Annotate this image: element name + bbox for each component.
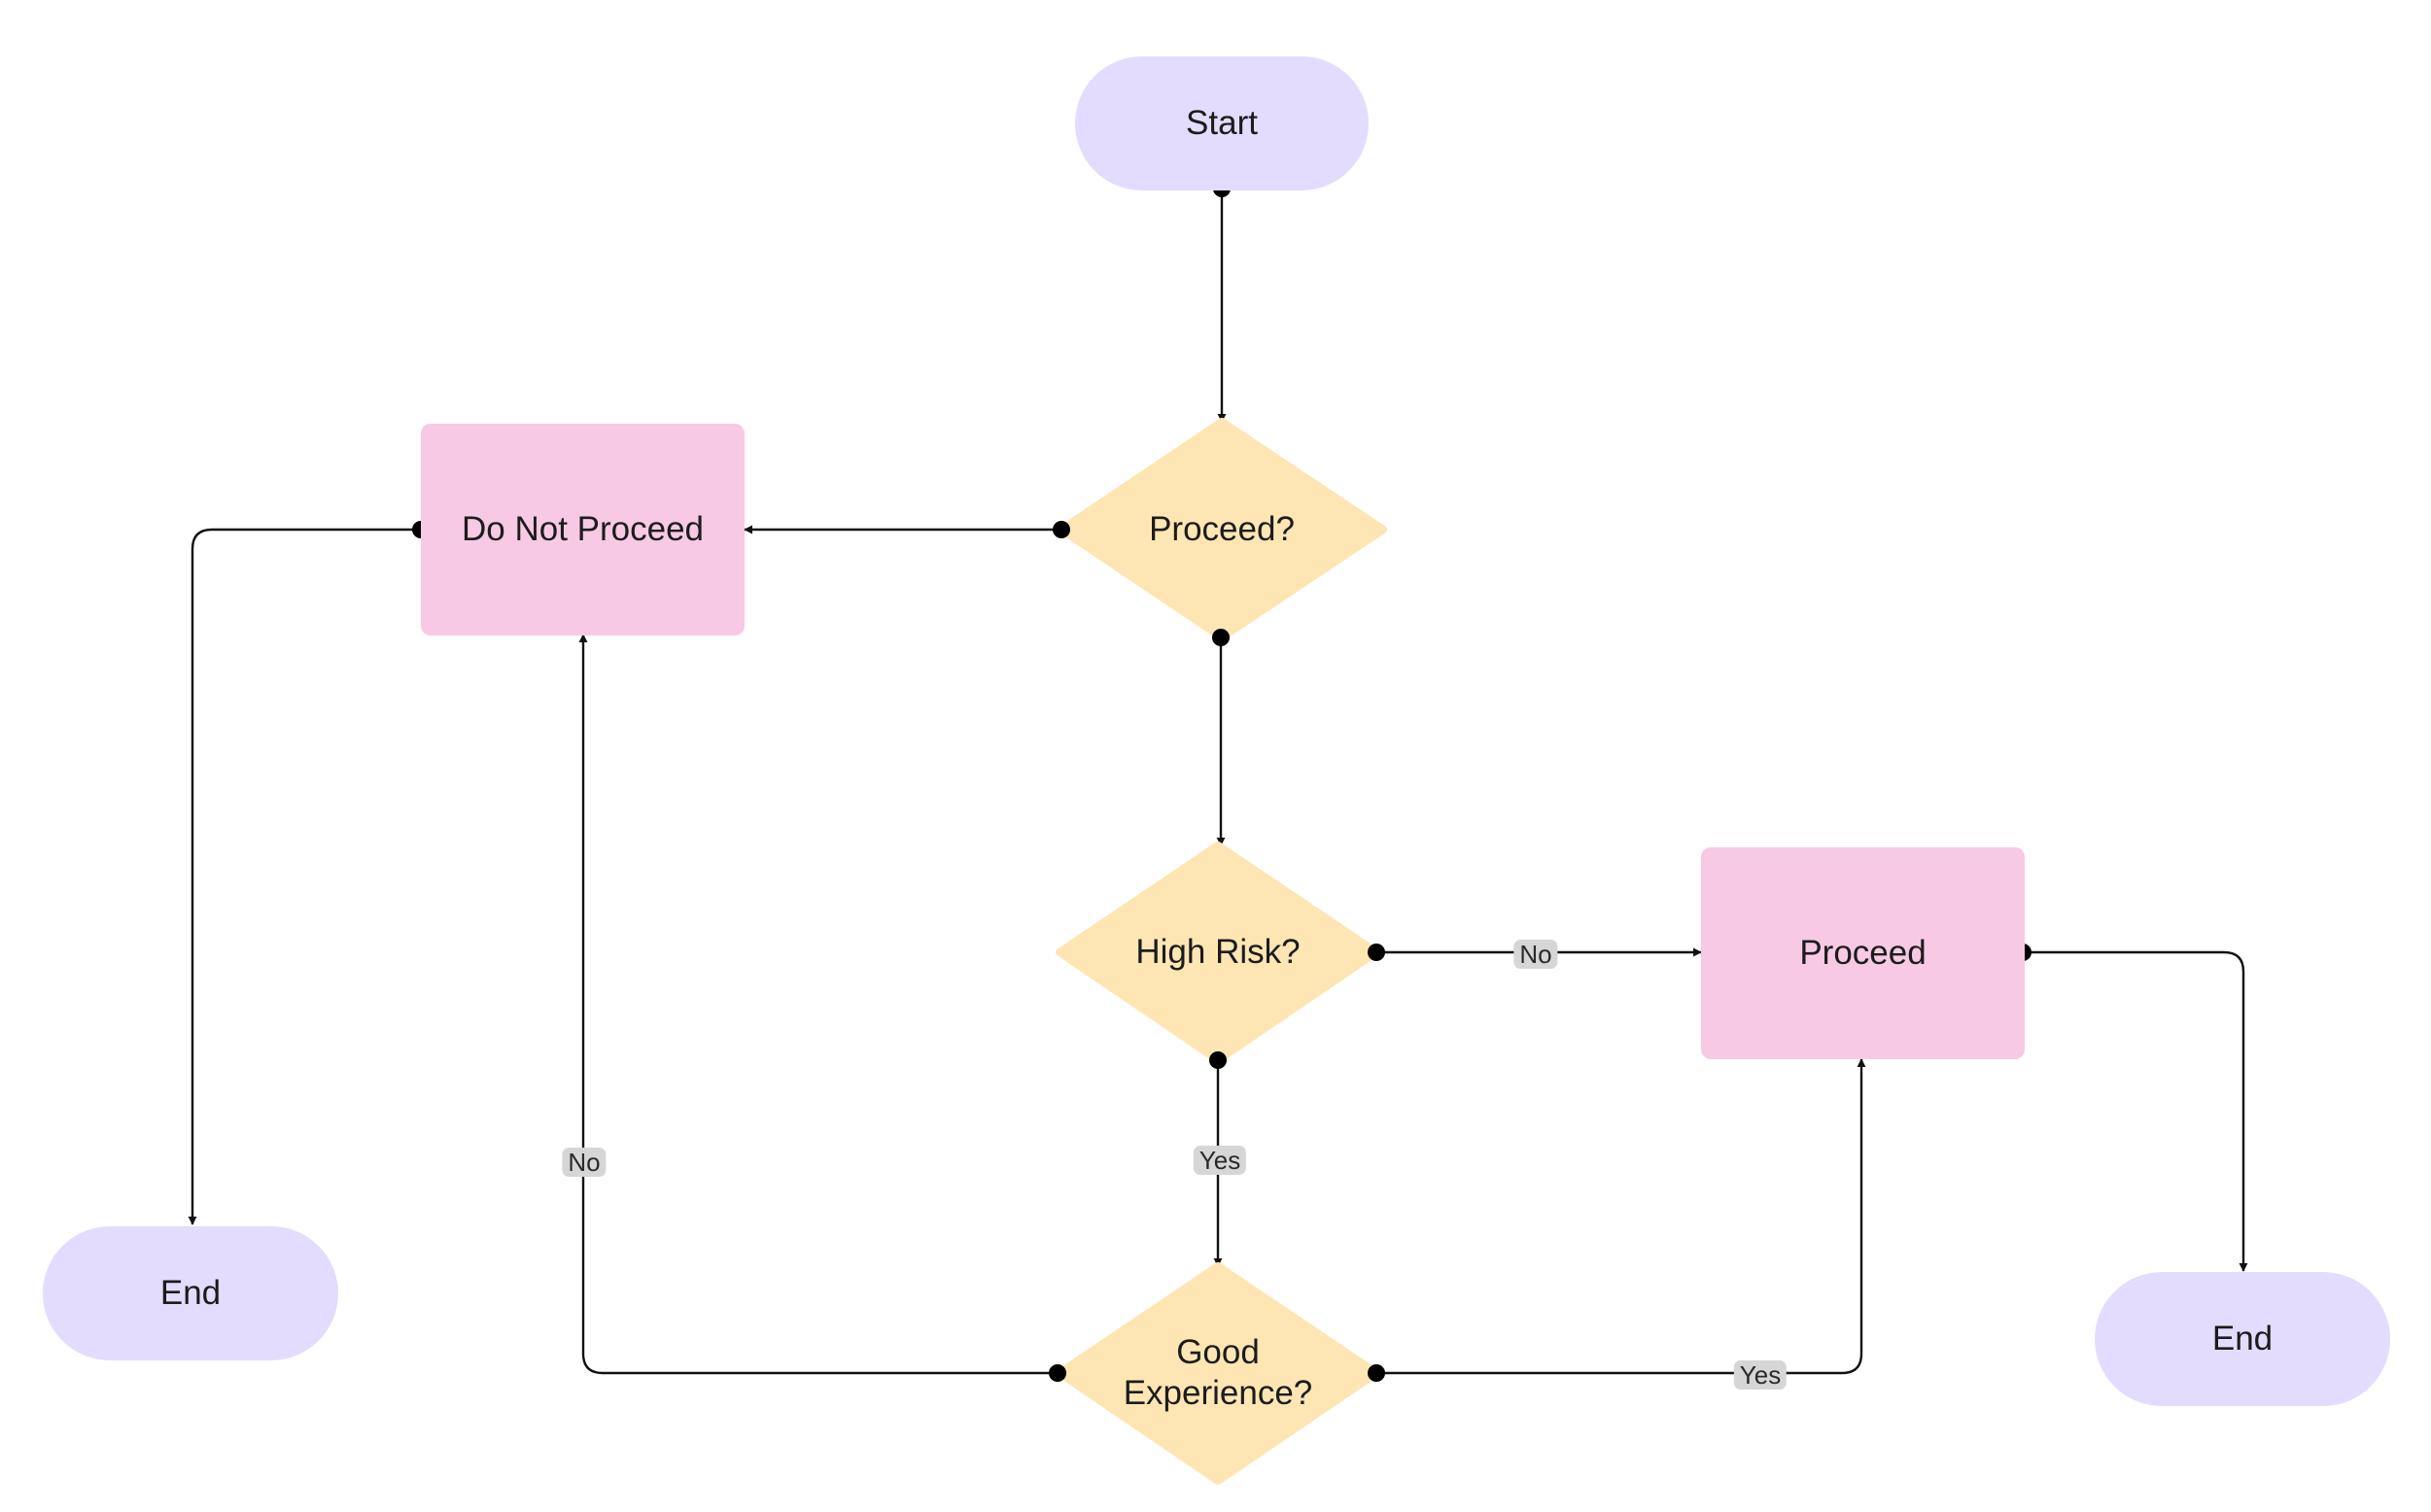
- end-left-node[interactable]: End: [43, 1226, 338, 1360]
- edge-good-experience-no-to-do-not-proceed: [578, 634, 1058, 1375]
- good-experience-label-line2: Experience?: [1123, 1374, 1313, 1412]
- start-label: Start: [1186, 104, 1258, 142]
- edge-label-high-risk-yes: Yes: [1193, 1146, 1247, 1175]
- edge-good-experience-yes-to-proceed: [1376, 1058, 1866, 1375]
- port-proceed-decision-left[interactable]: [1053, 521, 1070, 538]
- proceed-node[interactable]: Proceed: [1701, 847, 2025, 1059]
- port-good-experience-left[interactable]: [1049, 1364, 1066, 1382]
- good-experience-node[interactable]: Good Experience?: [1094, 1327, 1342, 1419]
- proceed-label: Proceed: [1799, 934, 1927, 972]
- port-high-risk-bottom[interactable]: [1209, 1051, 1227, 1069]
- end-right-label: End: [2211, 1320, 2274, 1357]
- proceed-decision-label: Proceed?: [1149, 510, 1295, 548]
- edge-label-good-experience-no: No: [562, 1148, 607, 1177]
- port-proceed-decision-bottom[interactable]: [1212, 629, 1230, 646]
- edge-proceed-to-end-right: [2023, 950, 2248, 1272]
- high-risk-label: High Risk?: [1135, 933, 1301, 971]
- edge-do-not-proceed-to-end-left: [188, 528, 421, 1225]
- start-node[interactable]: Start: [1075, 56, 1369, 190]
- edge-label-good-experience-yes: Yes: [1733, 1360, 1788, 1390]
- decision-good-experience-shape: [1056, 1262, 1380, 1485]
- proceed-decision-node[interactable]: Proceed?: [1108, 491, 1336, 568]
- do-not-proceed-label: Do Not Proceed: [461, 510, 705, 548]
- port-good-experience-right[interactable]: [1368, 1364, 1385, 1382]
- end-left-label: End: [159, 1274, 222, 1312]
- high-risk-node[interactable]: High Risk?: [1103, 913, 1333, 991]
- end-right-node[interactable]: End: [2095, 1272, 2390, 1406]
- edge-label-high-risk-no: No: [1513, 940, 1558, 969]
- port-high-risk-right[interactable]: [1368, 944, 1385, 961]
- do-not-proceed-node[interactable]: Do Not Proceed: [421, 424, 745, 636]
- good-experience-label-line1: Good: [1176, 1333, 1260, 1371]
